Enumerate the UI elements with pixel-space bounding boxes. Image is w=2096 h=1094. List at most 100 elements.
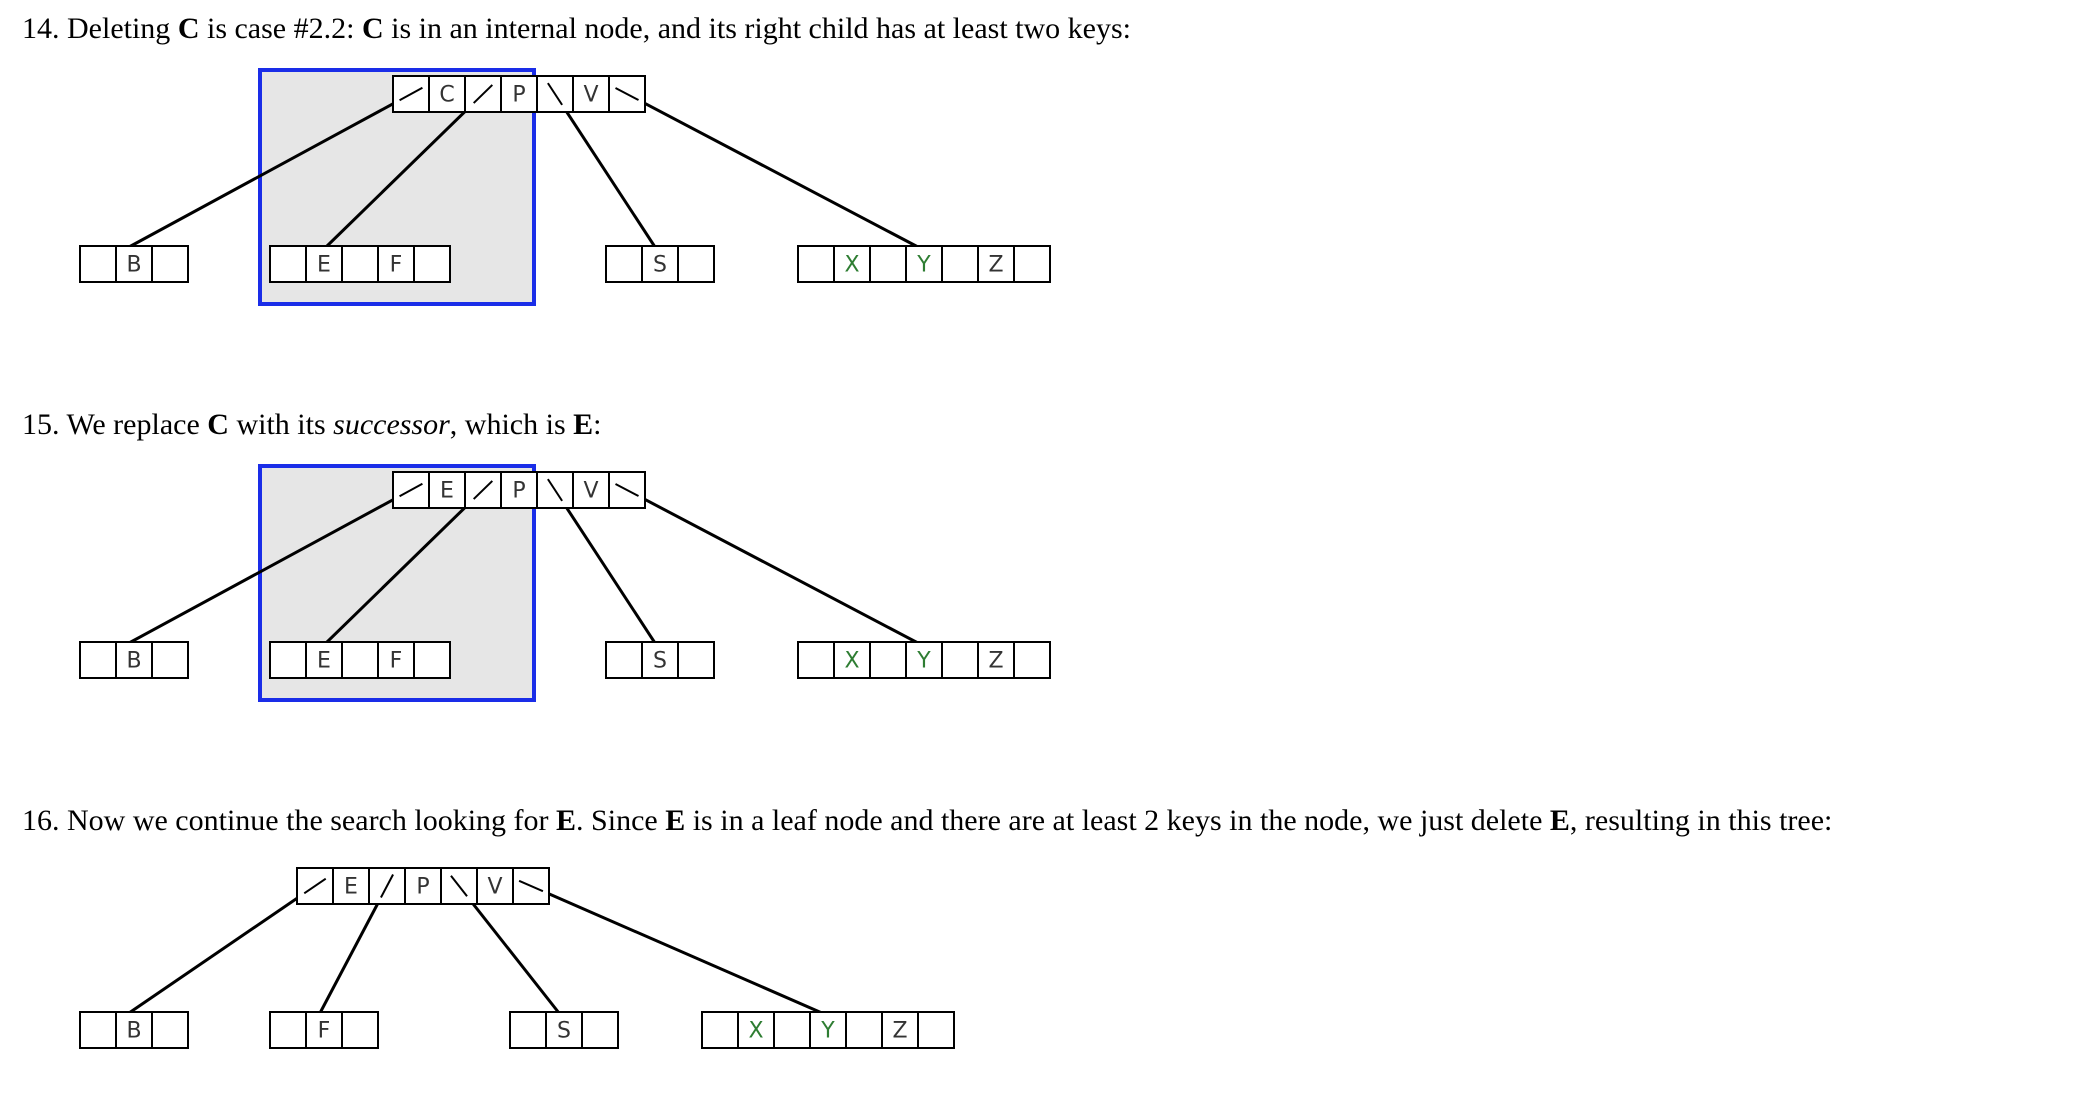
key-label-p: P <box>416 875 429 900</box>
leaf-s-node: S <box>605 245 715 283</box>
pointer-cell <box>151 245 189 283</box>
sentence-fragment: Deleting <box>59 12 178 45</box>
step-sentence: We replace C with its successor, which i… <box>59 408 601 441</box>
pointer-cell <box>79 245 117 283</box>
pointer-cell <box>151 641 189 679</box>
bold-key-text: C <box>207 408 229 441</box>
child-pointer <box>615 483 639 497</box>
tree-edge <box>530 884 823 1015</box>
pointer-cell <box>677 641 715 679</box>
key-label-s: S <box>653 649 667 674</box>
key-label-f: F <box>390 649 403 674</box>
bold-key-text: E <box>665 804 686 837</box>
pointer-cell <box>917 1011 955 1049</box>
key-cell <box>404 867 442 905</box>
pointer-cell <box>773 1011 811 1049</box>
tree-edge <box>457 885 561 1014</box>
pointer-cell <box>797 245 835 283</box>
key-cell <box>377 641 415 679</box>
key-cell <box>833 245 871 283</box>
step-number: 16. <box>22 804 60 837</box>
key-label-y: Y <box>916 253 931 278</box>
pointer-cell <box>413 641 451 679</box>
child-pointer <box>615 87 639 101</box>
tree-edges <box>128 92 919 249</box>
pointer-cell <box>269 1011 307 1049</box>
key-label-c: C <box>439 83 454 108</box>
step-number: 14. <box>22 12 60 45</box>
pointer-cell <box>845 1011 883 1049</box>
key-label-y: Y <box>916 649 931 674</box>
tree-edge <box>626 488 919 645</box>
key-cell <box>305 245 343 283</box>
pointer-cell <box>79 1011 117 1049</box>
key-label-e: E <box>317 253 331 278</box>
sentence-fragment: We replace <box>59 408 208 441</box>
tree-edges <box>128 488 919 645</box>
sentence-fragment: is case #2.2: <box>199 12 362 45</box>
pointer-cell <box>269 641 307 679</box>
pointer-cell <box>605 641 643 679</box>
key-label-s: S <box>653 253 667 278</box>
bold-key-text: C <box>361 12 384 45</box>
sentence-fragment: is in a leaf node and there are at least… <box>685 804 1550 837</box>
key-label-b: B <box>126 649 141 674</box>
key-label-x: X <box>748 1019 763 1044</box>
key-label-b: B <box>126 1019 141 1044</box>
tree-edge <box>128 92 412 249</box>
pointer-cell <box>677 245 715 283</box>
key-label-x: X <box>844 253 859 278</box>
sentence-fragment: , which is <box>449 408 574 441</box>
key-label-v: V <box>583 479 598 504</box>
key-label-y: Y <box>820 1019 835 1044</box>
tree-edge <box>128 884 316 1015</box>
key-label-f: F <box>390 253 403 278</box>
pointer-cell <box>151 1011 189 1049</box>
leaf-s-node: S <box>605 641 715 679</box>
leaf-f-node: F <box>269 1011 379 1049</box>
pointer-cell <box>869 245 907 283</box>
step-number: 15. <box>22 408 60 441</box>
leaf-b-node: B <box>79 641 189 679</box>
child-pointer <box>450 875 468 897</box>
tree-edge <box>128 488 412 645</box>
key-cell <box>428 471 466 509</box>
sentence-fragment: is in an internal node, and its right ch… <box>383 12 1131 45</box>
leaf-b-node: B <box>79 245 189 283</box>
sentence-fragment: . Since <box>576 804 666 837</box>
key-label-z: Z <box>988 253 1003 278</box>
pointer-cell <box>869 641 907 679</box>
tree-edge <box>318 885 389 1014</box>
key-label-e: E <box>344 875 358 900</box>
key-label-b: B <box>126 253 141 278</box>
bold-key-text: C <box>177 12 200 45</box>
pointer-cell <box>509 1011 547 1049</box>
key-label-z: Z <box>988 649 1003 674</box>
key-cell <box>115 641 153 679</box>
key-cell <box>428 75 466 113</box>
key-label-e: E <box>440 479 454 504</box>
key-cell <box>377 245 415 283</box>
pointer-cell <box>79 641 117 679</box>
tree-edge <box>553 93 657 248</box>
key-cell <box>545 1011 583 1049</box>
key-label-x: X <box>844 649 859 674</box>
key-cell <box>115 1011 153 1049</box>
pointer-cell <box>1013 641 1051 679</box>
key-label-e: E <box>317 649 331 674</box>
key-cell <box>476 867 514 905</box>
key-label-p: P <box>512 83 525 108</box>
pointer-cell <box>605 245 643 283</box>
step-16-text: 16. Now we continue the search looking f… <box>22 804 1832 838</box>
pointer-cell <box>464 75 502 113</box>
tree-edge <box>324 488 485 645</box>
step-sentence: Deleting C is case #2.2: C is in an inte… <box>60 12 1131 45</box>
pointer-cell <box>341 1011 379 1049</box>
